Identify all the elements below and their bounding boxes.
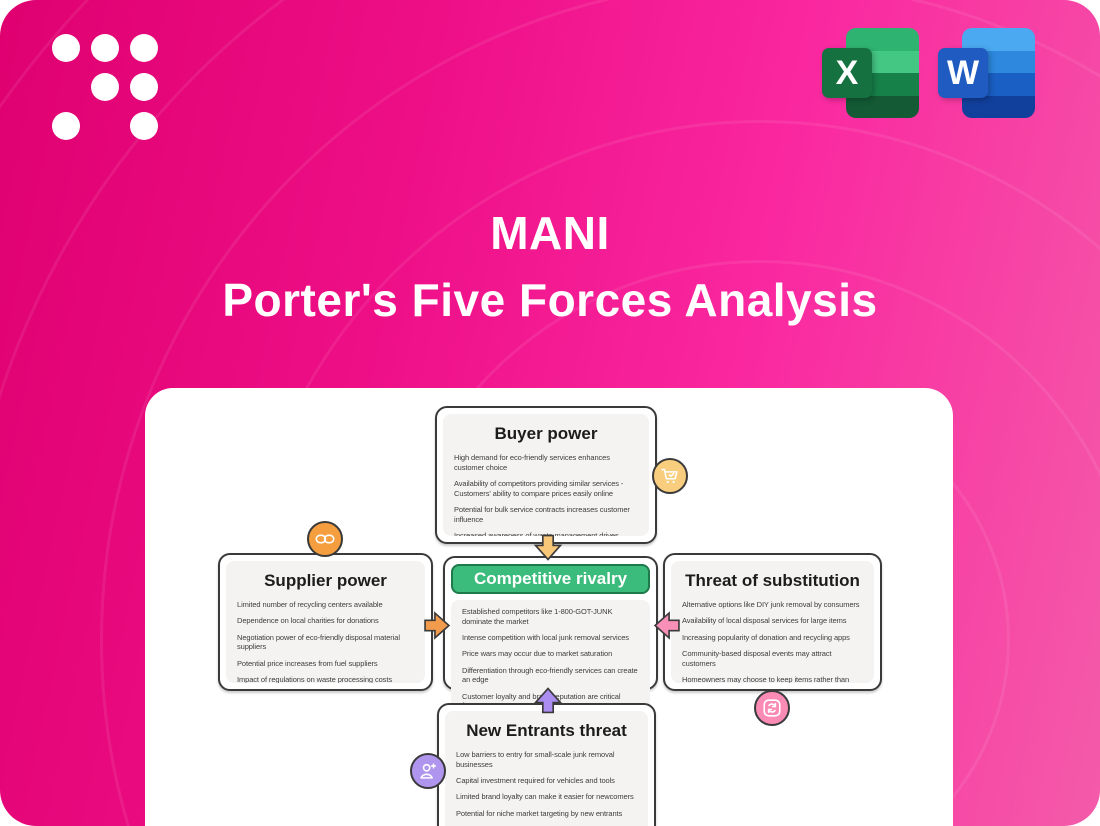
new-entrants-threat-list: Low barriers to entry for small-scale ju…: [456, 750, 637, 826]
cart-check-icon: [652, 458, 688, 494]
bullet-item: Established competitors like 1-800-GOT-J…: [462, 607, 613, 626]
bullet-item: Price wars may occur due to market satur…: [462, 649, 613, 659]
threat-of-substitution-box: Threat of substitution Alternative optio…: [663, 553, 882, 691]
supplier-power-box: Supplier power Limited number of recycli…: [218, 553, 433, 691]
page-title: Porter's Five Forces Analysis: [222, 274, 878, 326]
bullet-item: High demand for eco-friendly services en…: [454, 453, 610, 472]
new-entrants-threat-box: New Entrants threat Low barriers to entr…: [437, 703, 656, 826]
threat-of-substitution-list: Alternative options like DIY junk remova…: [682, 600, 863, 683]
bullet-item: Homeowners may choose to keep items rath…: [682, 674, 850, 683]
bullet-item: Low barriers to entry for small-scale ju…: [456, 750, 615, 769]
bullet-item: Limited number of recycling centers avai…: [237, 600, 383, 609]
bullet-item: Differentiation through eco-friendly ser…: [462, 665, 638, 685]
bullet-item: Availability of local disposal services …: [682, 616, 847, 626]
bullet-item: Availability of competitors providing si…: [454, 479, 624, 498]
bullet-item: Potential for bulk service contracts inc…: [454, 505, 630, 524]
arrow-right: [424, 611, 451, 641]
bullet-item: Intense competition with local junk remo…: [462, 633, 629, 642]
threat-of-substitution-title: Threat of substitution: [685, 571, 860, 590]
refresh-icon: [754, 690, 790, 726]
excel-icon[interactable]: X: [822, 28, 919, 118]
word-letter: W: [938, 48, 988, 98]
arrow-left: [653, 611, 681, 641]
arrow-up: [533, 687, 563, 714]
bullet-item: Increased awareness of waste management …: [454, 531, 619, 536]
person-add-icon: [410, 753, 446, 789]
company-title: MANI: [490, 207, 610, 259]
excel-letter: X: [822, 48, 872, 98]
new-entrants-threat-title: New Entrants threat: [466, 721, 627, 740]
bullet-item: Potential price increases from fuel supp…: [237, 658, 378, 668]
bullet-item: Dependence on local charities for donati…: [237, 616, 379, 626]
buyer-power-list: High demand for eco-friendly services en…: [454, 453, 638, 536]
competitive-rivalry-box: Competitive rivalry Established competit…: [443, 556, 658, 725]
supplier-power-list: Limited number of recycling centers avai…: [237, 600, 414, 683]
bullet-item: Increasing popularity of donation and re…: [682, 632, 850, 642]
brand-logo-dots: [52, 34, 158, 140]
link-icon: [307, 521, 343, 557]
bullet-item: Negotiation power of eco-friendly dispos…: [237, 632, 400, 652]
competitive-rivalry-title: Competitive rivalry: [451, 564, 650, 594]
bullet-item: Impact of regulations on waste processin…: [237, 674, 392, 683]
bullet-item: Alternative options like DIY junk remova…: [682, 600, 860, 609]
arrow-down: [533, 534, 563, 561]
bullet-item: Potential for niche market targeting by …: [456, 808, 623, 818]
diagram-card: Buyer power High demand for eco-friendly…: [145, 388, 953, 826]
supplier-power-title: Supplier power: [264, 571, 387, 590]
slide-titles: MANI Porter's Five Forces Analysis: [0, 200, 1100, 334]
word-icon[interactable]: W: [938, 28, 1035, 118]
buyer-power-box: Buyer power High demand for eco-friendly…: [435, 406, 657, 544]
bullet-item: Capital investment required for vehicles…: [456, 776, 615, 785]
bullet-item: Limited brand loyalty can make it easier…: [456, 792, 634, 802]
bullet-item: Community-based disposal events may attr…: [682, 648, 832, 668]
buyer-power-title: Buyer power: [494, 424, 598, 443]
bullet-item: Regulatory compliance knowledge is essen…: [456, 825, 637, 826]
